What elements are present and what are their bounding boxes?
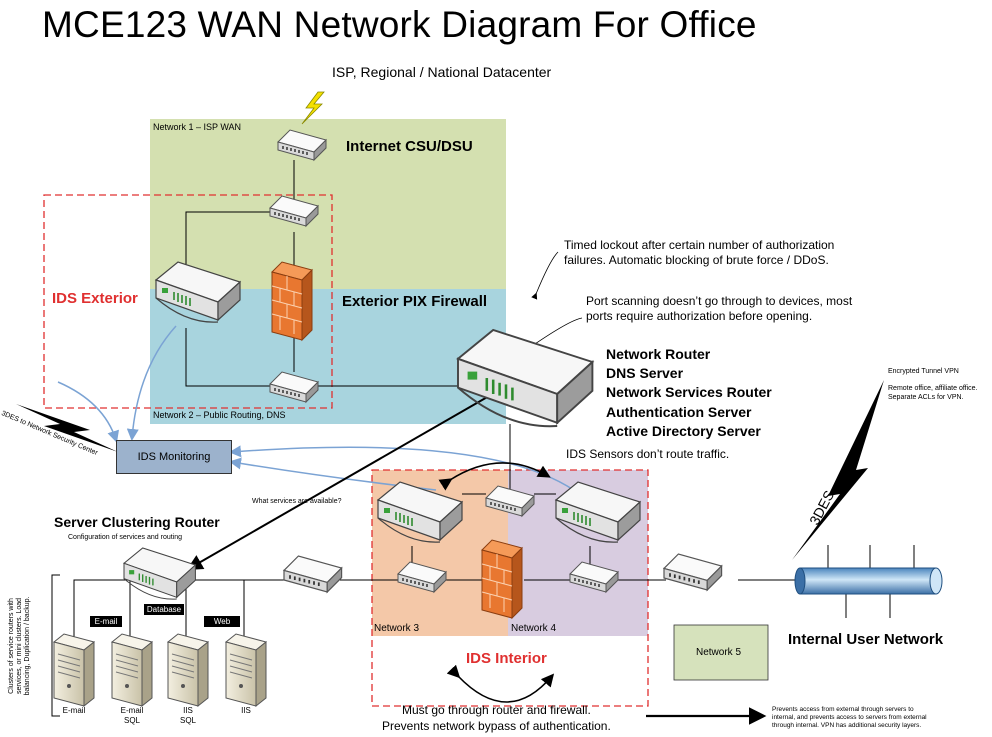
- isp-lightning-icon: [301, 91, 325, 125]
- ids-monitoring-box: IDS Monitoring: [116, 440, 232, 474]
- router-role: Authentication Server: [606, 403, 752, 420]
- server-cluster-router-icon: [123, 547, 197, 600]
- remote-office-note: Remote office, affiliate office. Separat…: [888, 385, 978, 401]
- timed-lockout-note: Timed lockout after certain number of au…: [564, 238, 835, 267]
- iis-sql-server-icon: [167, 633, 209, 707]
- interior-firewall-icon: [481, 539, 523, 619]
- network-1-zone: [150, 119, 506, 289]
- router-role: Active Directory Server: [606, 422, 761, 439]
- network3-label: Network 3: [374, 623, 420, 634]
- web-tag: Web: [204, 616, 240, 627]
- server-cluster-title: Server Clustering Router: [54, 514, 220, 530]
- vpn-3des-lightning: [792, 380, 884, 560]
- ids-exterior-label: IDS Exterior: [52, 290, 138, 307]
- iis-server-icon: [225, 633, 267, 707]
- network5-switch-icon: [663, 553, 723, 591]
- isp-label: ISP, Regional / National Datacenter: [332, 64, 552, 80]
- server-label: E-mail SQL: [120, 706, 144, 725]
- network2-label: Network 2 – Public Routing, DNS: [153, 410, 286, 420]
- email-tag: E-mail: [90, 616, 122, 627]
- router-roles: Network Router DNS Server Network Servic…: [606, 345, 772, 441]
- pix-firewall-label: Exterior PIX Firewall: [342, 293, 488, 310]
- server-label: IIS: [241, 706, 251, 715]
- page-title: MCE123 WAN Network Diagram For Office: [42, 4, 757, 45]
- router-role: Network Services Router: [606, 384, 772, 401]
- pix-firewall-icon: [271, 261, 313, 341]
- internal-user-network-label: Internal User Network: [788, 631, 944, 648]
- router-role: DNS Server: [606, 365, 684, 382]
- port-scanning-note: Port scanning doesn’t go through to devi…: [586, 294, 853, 323]
- cluster-side-note: Clusters of service routers with service…: [8, 596, 31, 696]
- traffic-arrows: [186, 251, 767, 725]
- server-label: E-mail: [62, 706, 86, 715]
- csu-dsu-label: Internet CSU/DSU: [346, 138, 473, 155]
- prevents-note: Prevents access from external through se…: [772, 706, 927, 729]
- network-5-zone: [673, 624, 769, 681]
- internal-user-network-pipe-icon: [794, 567, 943, 595]
- router-role: Network Router: [606, 346, 711, 362]
- ids-interior-label: IDS Interior: [466, 650, 547, 667]
- network5-label: Network 5: [696, 647, 742, 658]
- network1-label: Network 1 – ISP WAN: [153, 122, 242, 132]
- server-side-switch-icon: [283, 555, 343, 593]
- security-center-lightning: [16, 404, 118, 452]
- ids-monitoring-label: IDS Monitoring: [137, 451, 211, 463]
- email-server-icon: [53, 633, 95, 707]
- ids-sensors-note: IDS Sensors don’t route traffic.: [566, 447, 730, 461]
- vpn-note: Encrypted Tunnel VPN: [888, 368, 959, 375]
- must-go-note: Must go through router and firewall. Pre…: [382, 703, 611, 733]
- email-sql-server-icon: [111, 633, 153, 707]
- what-services-note: What services are available?: [252, 498, 342, 505]
- server-label: IIS SQL: [179, 706, 196, 725]
- server-cluster-subtitle: Configuration of services and routing: [68, 534, 183, 541]
- database-tag: Database: [144, 604, 184, 615]
- network4-label: Network 4: [511, 623, 557, 634]
